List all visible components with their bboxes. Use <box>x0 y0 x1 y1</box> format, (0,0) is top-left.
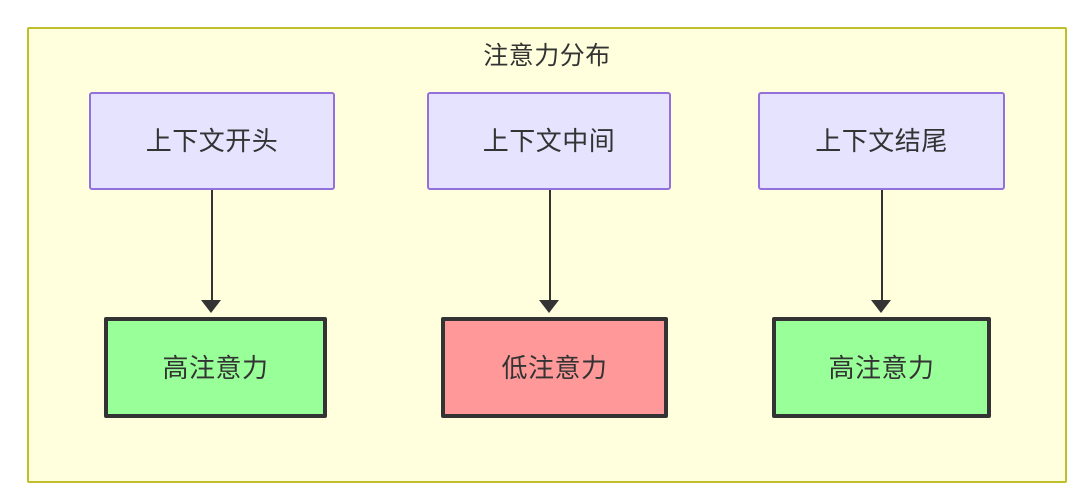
subgraph-title: 注意力分布 <box>483 42 611 70</box>
node-context-middle-label: 上下文中间 <box>482 126 616 156</box>
edge-context-end-to-high-attention <box>881 190 883 300</box>
node-context-start-label: 上下文开头 <box>145 126 279 156</box>
arrowhead-icon-column-end <box>871 300 891 313</box>
node-context-start[interactable]: 上下文开头 <box>89 92 335 190</box>
node-high-attention-end-label: 高注意力 <box>828 352 935 383</box>
node-low-attention-middle[interactable]: 低注意力 <box>441 317 668 418</box>
arrowhead-icon-column-start <box>201 300 221 313</box>
node-context-end-label: 上下文结尾 <box>815 126 948 156</box>
node-context-end[interactable]: 上下文结尾 <box>758 92 1005 190</box>
node-high-attention-start[interactable]: 高注意力 <box>104 317 327 418</box>
node-context-middle[interactable]: 上下文中间 <box>427 92 671 190</box>
edge-context-middle-to-low-attention <box>549 190 551 300</box>
arrowhead-icon-column-middle <box>539 300 559 313</box>
edge-context-start-to-high-attention <box>211 190 213 300</box>
node-low-attention-middle-label: 低注意力 <box>501 352 608 383</box>
node-high-attention-start-label: 高注意力 <box>162 352 269 383</box>
node-high-attention-end[interactable]: 高注意力 <box>772 317 991 418</box>
